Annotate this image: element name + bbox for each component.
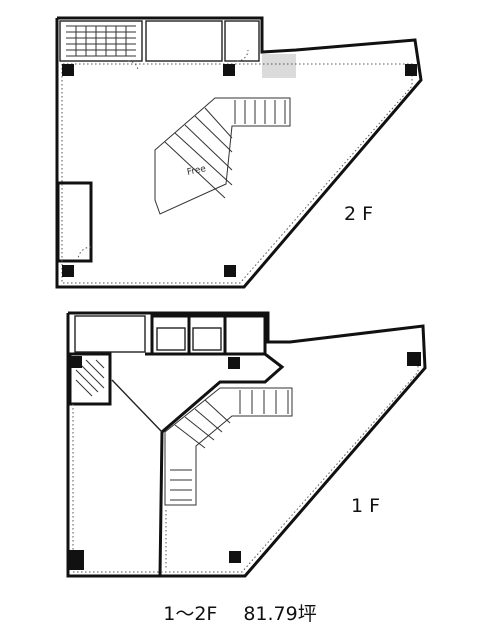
floor-1f-stair-steps <box>170 390 289 501</box>
floor-2f-entry-hatch <box>262 54 296 78</box>
floor-2f-column <box>405 64 417 76</box>
floor-label-1f: 1F <box>351 495 387 517</box>
floor-2f-storage-room <box>145 20 223 62</box>
floor-2f-diagonal-stair <box>154 97 291 215</box>
floor-1f-diagonal-wall <box>111 379 163 433</box>
floor-2f-side-door <box>77 246 92 261</box>
plan-caption: 1～2F 81.79坪 <box>0 599 480 626</box>
floor-2f-column <box>224 265 236 277</box>
floor-1f-column <box>228 357 240 369</box>
floor-1f-interior-line <box>72 360 419 573</box>
floor-2f-stair-treads <box>66 25 136 57</box>
floor-1f-outer-wall <box>66 311 427 578</box>
floor-2f-side-room <box>56 181 93 263</box>
floor-label-2f: 2F <box>344 203 380 225</box>
floor-2f-column <box>223 64 235 76</box>
floor-2f-door-swing <box>127 60 139 72</box>
floor-1f-column <box>229 551 241 563</box>
floor-2f-wc-door <box>236 49 249 62</box>
floor-2f-column <box>62 64 74 76</box>
floor-2f-column <box>62 265 74 277</box>
floor-2f-stair-room <box>59 20 143 62</box>
floor-1f-left-stair-steps <box>75 359 105 397</box>
floor-2f-stair-steps <box>164 100 286 199</box>
floor-2f-outer-wall <box>55 16 423 289</box>
floor-1f-column <box>69 550 84 570</box>
floor-1f-elevator-b-car <box>192 327 222 351</box>
floor-2f-interior-line <box>61 63 413 284</box>
floor-1f-elevator-a-car <box>156 327 186 351</box>
floor-1f-utility-room <box>223 314 267 356</box>
floor-1f-column <box>70 356 82 368</box>
floor-1f-plan <box>66 311 427 578</box>
caption-floors: 1～2F <box>163 603 218 625</box>
floor-1f-storage-room <box>74 315 146 353</box>
floor-1f-diagonal-stair <box>164 387 293 506</box>
floor-1f-column <box>407 352 421 366</box>
floor-1f-left-stair-room <box>68 352 112 406</box>
caption-area: 81.79坪 <box>243 603 317 625</box>
floor-2f-wc-room <box>224 20 260 62</box>
floor-2f-plan <box>55 16 423 289</box>
floor-1f-elevator-b <box>187 314 227 356</box>
